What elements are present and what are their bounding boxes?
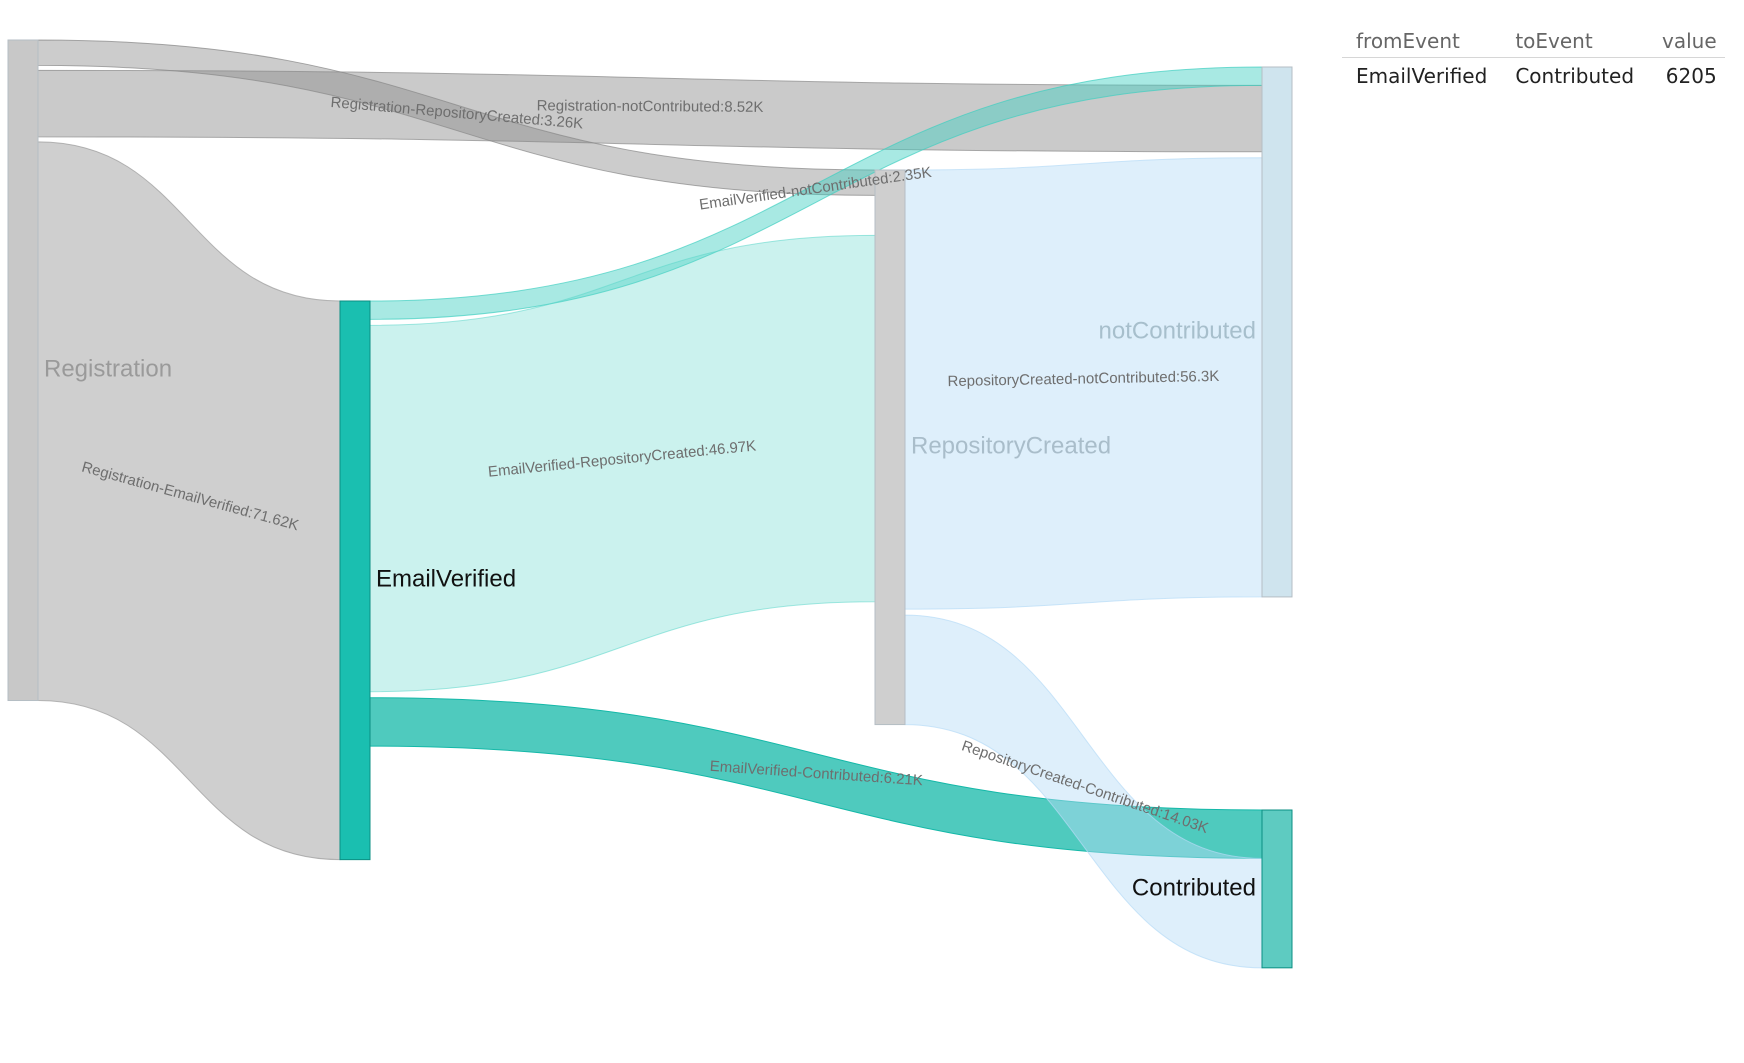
selection-table: fromEvent toEvent value EmailVerified Co… <box>1342 27 1725 90</box>
link-label-RepositoryCreated-notContributed: RepositoryCreated-notContributed:56.3K <box>947 368 1219 390</box>
node-label-EmailVerified: EmailVerified <box>376 566 516 593</box>
cell-value: 6205 <box>1665 64 1717 88</box>
node-Registration[interactable] <box>7 39 39 702</box>
sankey-nodes <box>7 39 1293 969</box>
node-Contributed[interactable] <box>1261 809 1293 969</box>
node-EmailVerified[interactable] <box>339 300 371 861</box>
node-notContributed[interactable] <box>1261 66 1293 598</box>
node-label-RepositoryCreated: RepositoryCreated <box>911 433 1111 460</box>
column-header-value[interactable]: value <box>1648 27 1725 58</box>
node-label-Registration: Registration <box>44 356 172 383</box>
selection-table-header-row: fromEvent toEvent value <box>1342 27 1725 58</box>
sankey-links <box>37 39 1263 969</box>
node-label-notContributed: notContributed <box>1099 317 1256 344</box>
column-header-from-event[interactable]: fromEvent <box>1342 27 1502 58</box>
cell-from-event: EmailVerified <box>1356 64 1488 88</box>
node-RepositoryCreated[interactable] <box>874 169 906 726</box>
table-row[interactable]: EmailVerified Contributed 6205 <box>1342 58 1725 91</box>
sankey-chart: Registration-RepositoryCreated:3.26KRegi… <box>7 39 1293 969</box>
cell-to-event: Contributed <box>1515 64 1635 88</box>
node-label-Contributed: Contributed <box>1132 874 1256 901</box>
column-header-to-event[interactable]: toEvent <box>1501 27 1649 58</box>
link-label-Registration-notContributed: Registration-notContributed:8.52K <box>537 97 764 116</box>
